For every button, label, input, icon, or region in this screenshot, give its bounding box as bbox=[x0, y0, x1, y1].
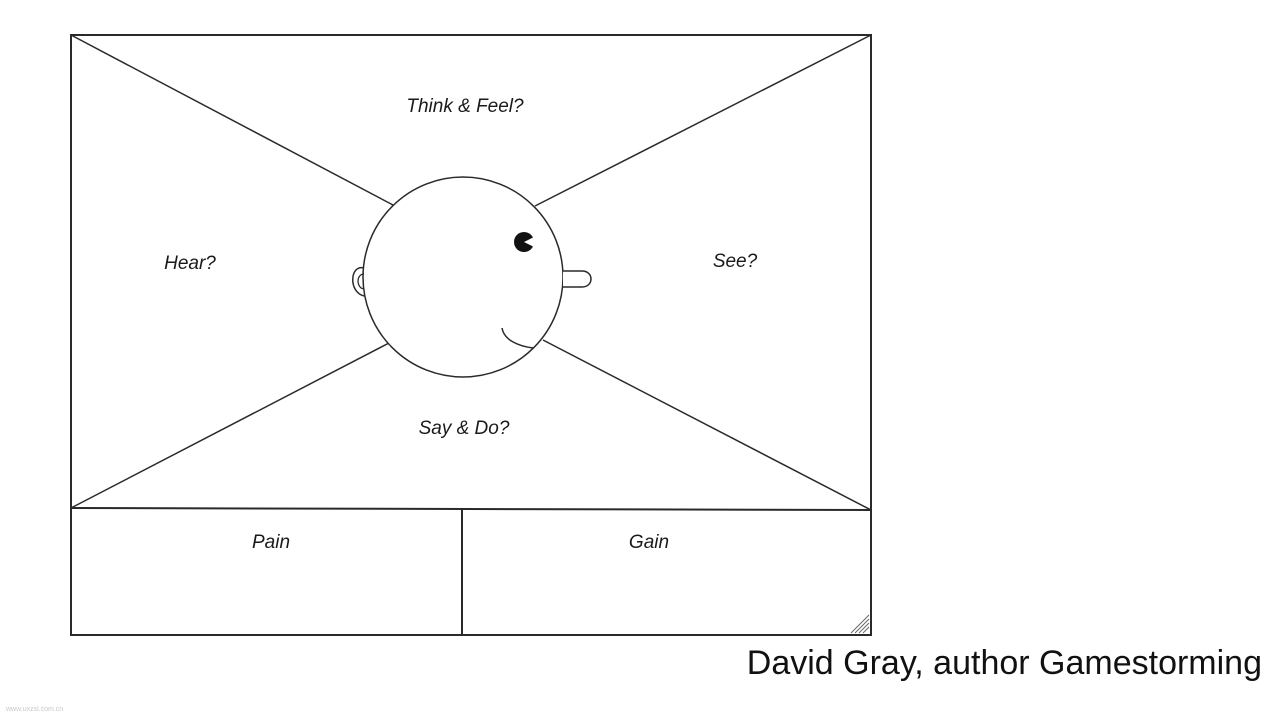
say-do-label: Say & Do? bbox=[419, 418, 510, 439]
empathy-map-frame bbox=[70, 34, 872, 636]
attribution-caption: David Gray, author Gamestorming bbox=[746, 644, 1262, 682]
mouth-shape bbox=[501, 327, 534, 349]
ear-inner-shape bbox=[357, 273, 365, 290]
pain-gain-divider bbox=[70, 507, 872, 511]
diagonal-top-left bbox=[70, 34, 394, 206]
see-label: See? bbox=[713, 251, 758, 272]
pain-label: Pain bbox=[252, 532, 290, 553]
think-feel-label: Think & Feel? bbox=[406, 96, 524, 117]
watermark-text: www.uxzsl.com.cn bbox=[6, 706, 64, 713]
diagonal-top-right bbox=[534, 34, 872, 207]
eye-highlight bbox=[524, 236, 536, 248]
diagonal-bottom-left bbox=[70, 342, 390, 509]
head-circle bbox=[362, 176, 564, 378]
head-figure bbox=[352, 176, 592, 378]
hear-label: Hear? bbox=[164, 253, 216, 274]
gain-label: Gain bbox=[629, 532, 669, 553]
diagonal-bottom-right bbox=[542, 339, 872, 511]
resize-grip-icon bbox=[850, 614, 870, 634]
nose-shape bbox=[563, 270, 592, 288]
ear-shape bbox=[352, 267, 365, 297]
